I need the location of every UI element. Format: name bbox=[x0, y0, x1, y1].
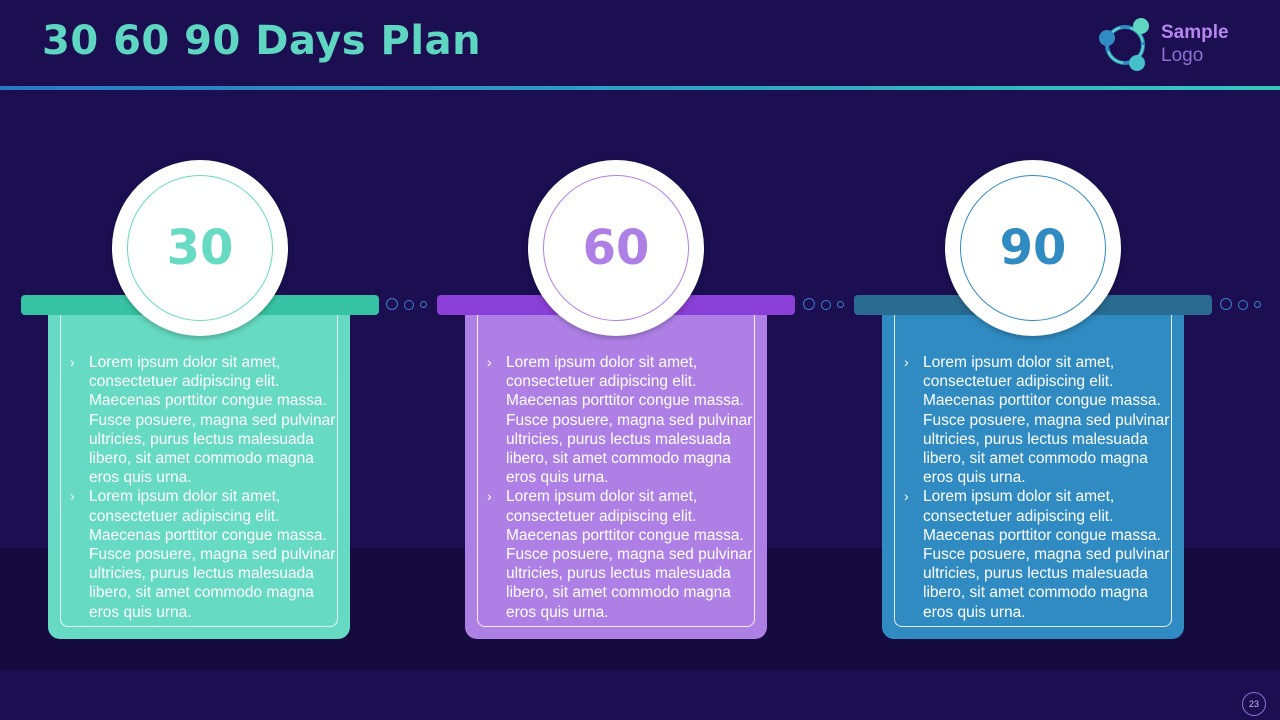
chevron-right-icon: › bbox=[487, 488, 492, 505]
header-divider bbox=[0, 86, 1280, 90]
list-item: ›Lorem ipsum dolor sit amet, consectetue… bbox=[904, 488, 1170, 621]
phase-number: 30 bbox=[166, 220, 234, 276]
dots-decoration bbox=[386, 298, 430, 312]
card-border bbox=[60, 315, 338, 627]
list-item: ›Lorem ipsum dolor sit amet, consectetue… bbox=[487, 488, 753, 621]
chevron-right-icon: › bbox=[904, 488, 909, 505]
dots-decoration bbox=[1220, 298, 1264, 312]
phase-number: 60 bbox=[582, 220, 650, 276]
dots-decoration bbox=[803, 298, 847, 312]
chevron-right-icon: › bbox=[70, 488, 75, 505]
phase-card-90: ›Lorem ipsum dolor sit amet, consectetue… bbox=[882, 315, 1184, 639]
phase-card-60: ›Lorem ipsum dolor sit amet, consectetue… bbox=[465, 315, 767, 639]
phase-card-30: ›Lorem ipsum dolor sit amet, consectetue… bbox=[48, 315, 350, 639]
phase-circle-30: 30 bbox=[112, 160, 288, 336]
logo-line-1: Sample bbox=[1161, 22, 1229, 43]
card-border bbox=[477, 315, 755, 627]
list-item: ›Lorem ipsum dolor sit amet, consectetue… bbox=[487, 354, 753, 487]
slide-title: 30 60 90 Days Plan bbox=[42, 18, 482, 64]
bullet-list: ›Lorem ipsum dolor sit amet, consectetue… bbox=[904, 353, 1174, 622]
bullet-list: ›Lorem ipsum dolor sit amet, consectetue… bbox=[70, 353, 340, 622]
chevron-right-icon: › bbox=[70, 354, 75, 370]
molecule-logo-icon bbox=[1096, 16, 1154, 74]
phase-circle-90: 90 bbox=[945, 160, 1121, 336]
page-number: 23 bbox=[1242, 692, 1266, 716]
bullet-list: ›Lorem ipsum dolor sit amet, consectetue… bbox=[487, 353, 757, 622]
phase-number: 90 bbox=[999, 220, 1067, 276]
list-item: ›Lorem ipsum dolor sit amet, consectetue… bbox=[904, 354, 1170, 487]
phase-circle-60: 60 bbox=[528, 160, 704, 336]
chevron-right-icon: › bbox=[487, 354, 492, 370]
list-item: ›Lorem ipsum dolor sit amet, consectetue… bbox=[70, 488, 336, 621]
list-item: ›Lorem ipsum dolor sit amet, consectetue… bbox=[70, 354, 336, 487]
logo-line-2: Logo bbox=[1161, 45, 1204, 66]
card-border bbox=[894, 315, 1172, 627]
logo-text: Sample Logo bbox=[1161, 21, 1229, 67]
chevron-right-icon: › bbox=[904, 354, 909, 370]
